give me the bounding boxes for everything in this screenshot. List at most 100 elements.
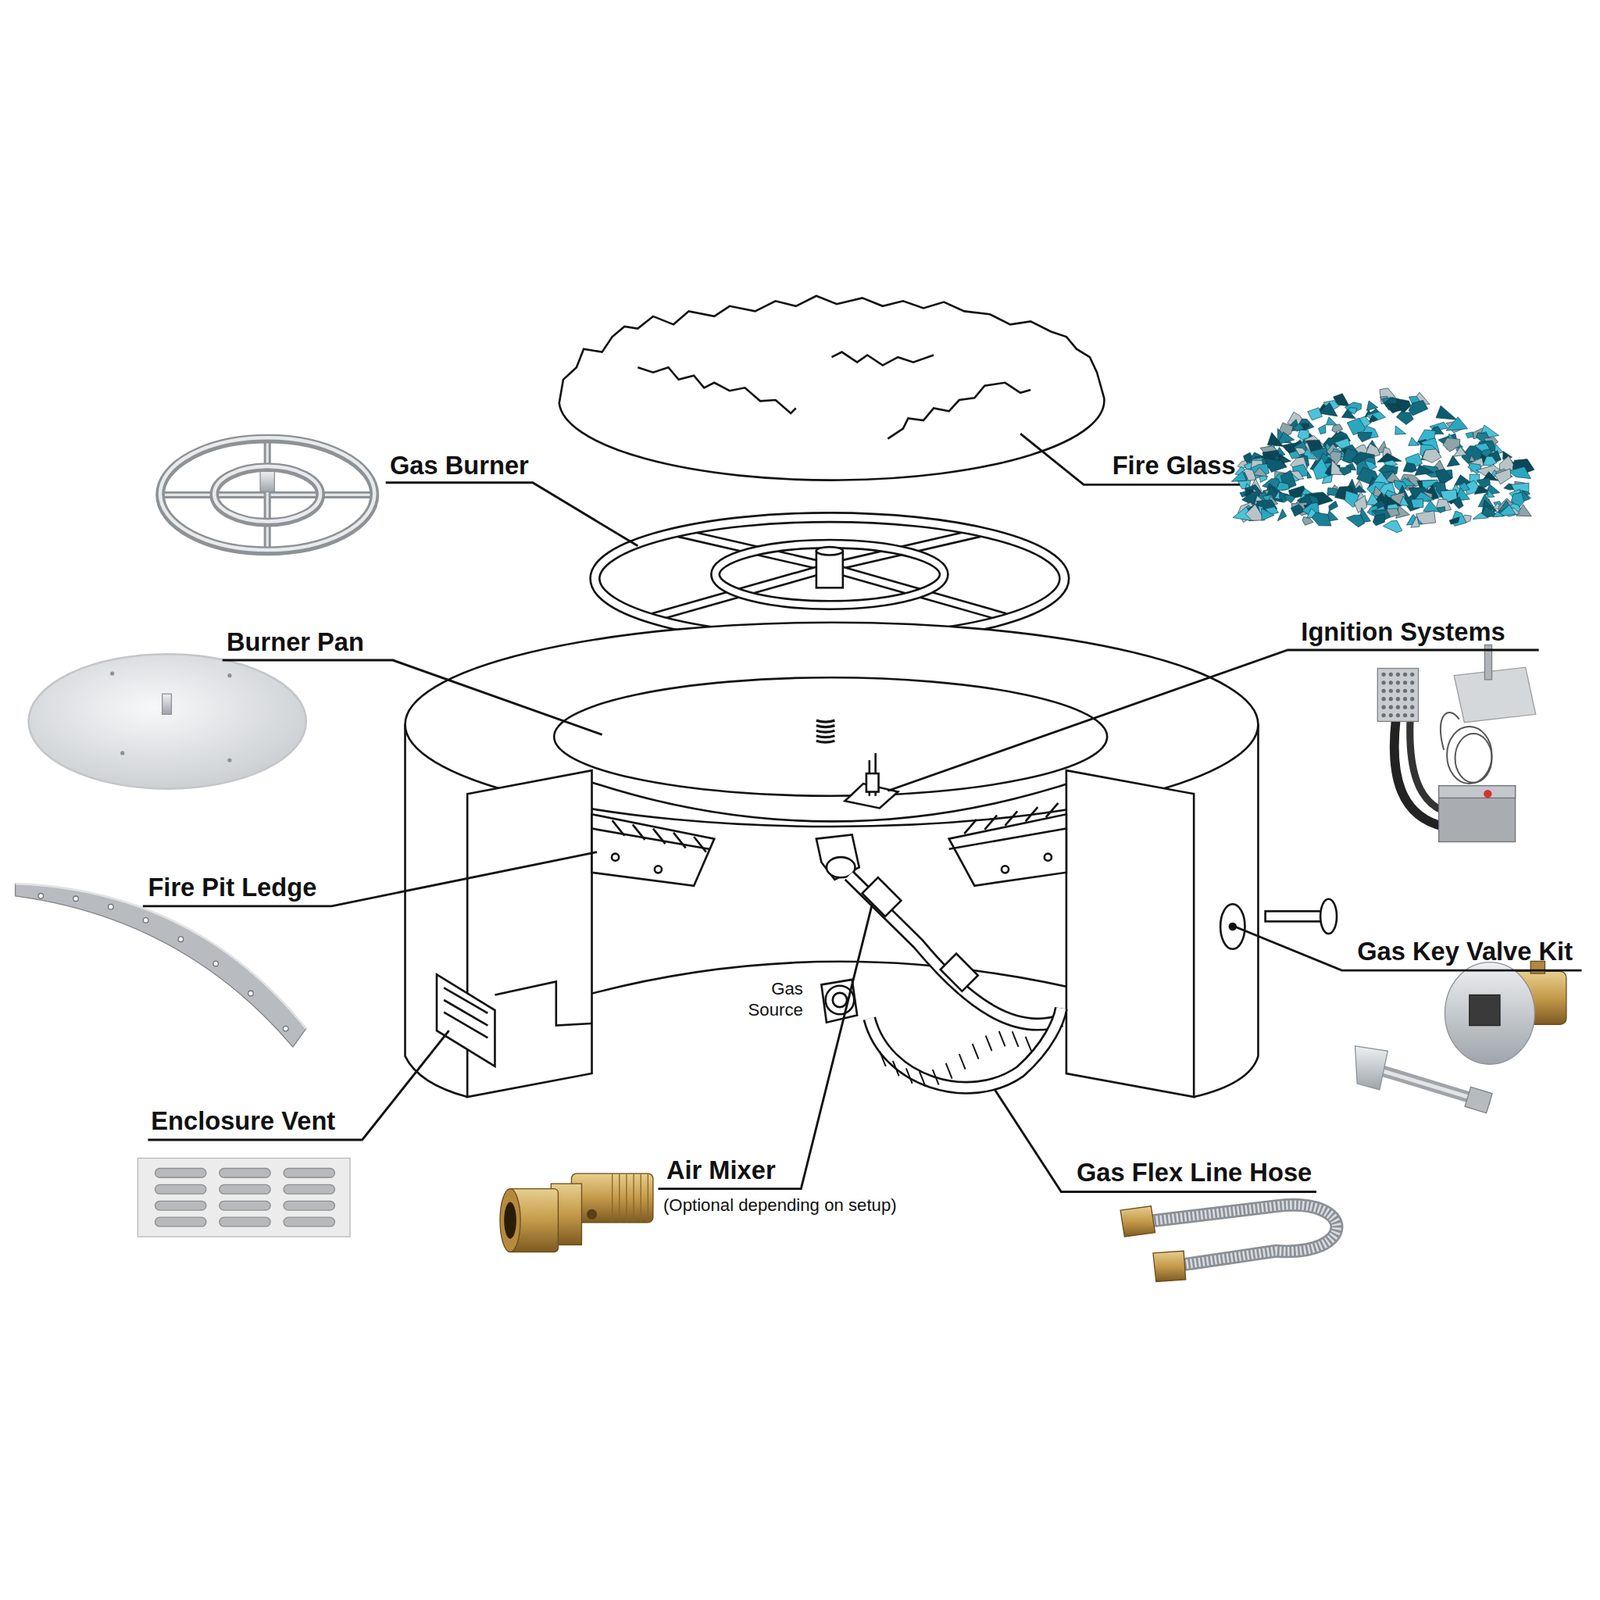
fire-pit-drawing-part	[816, 725, 836, 728]
fire-pit-drawing-part	[1320, 899, 1337, 934]
air-mixer-photo-part	[647, 1173, 649, 1223]
air-mixer-photo-part	[618, 1173, 620, 1223]
gas-key-valve-photo-part	[1469, 994, 1500, 1025]
fire-pit-ledge-photo-part	[213, 960, 219, 967]
ignition-system-photo-part	[1483, 789, 1492, 798]
part-label: Ignition Systems	[1300, 617, 1505, 647]
fire-glass-photo-part	[1494, 468, 1511, 485]
fire-glass-photo-part	[1382, 520, 1402, 533]
leader-lines-part	[1234, 926, 1582, 971]
part-label: Fire Pit Ledge	[147, 872, 317, 903]
air-mixer-photo-part	[640, 1173, 642, 1223]
enclosure-vent-photo-part	[155, 1217, 207, 1227]
note-label: (Optional depending on setup)	[663, 1196, 897, 1217]
ignition-system-photo-part	[1381, 689, 1386, 693]
fire-pit-drawing-part	[862, 877, 902, 917]
ignition-system-photo-part	[1389, 689, 1393, 693]
enclosure-vent-photo-part	[219, 1217, 271, 1227]
fire-pit-drawing-part	[1001, 865, 1009, 873]
fire-glass-photo-part	[1435, 405, 1458, 420]
ring-burner-photo-part	[160, 437, 375, 550]
fire-pit-drawing-part	[816, 720, 836, 722]
fire-glass-photo-part	[1396, 412, 1414, 425]
ignition-system-photo-part	[1403, 696, 1408, 701]
fire-pit-ledge-photo-part	[142, 917, 149, 924]
fire-pit-drawing-part	[959, 1053, 966, 1070]
fire-pit-drawing-part	[443, 987, 488, 1014]
leader-lines-part	[222, 660, 603, 735]
fire-pit-drawing-part	[892, 1060, 900, 1077]
fire-pit-drawing-part	[879, 1050, 886, 1067]
part-label: Burner Pan	[226, 627, 365, 658]
fire-pit-ledge-photo-part	[73, 896, 79, 902]
ignition-system-photo-part	[1389, 713, 1393, 718]
fire-glass-photo-part	[1339, 466, 1351, 475]
fire-glass-outline-part	[887, 382, 1031, 440]
fire-glass-photo-part	[1403, 462, 1418, 472]
fire-pit-drawing-part	[816, 730, 836, 733]
enclosure-vent-photo-part	[155, 1184, 207, 1194]
fire-glass-photo-part	[1277, 508, 1286, 521]
leader-lines-part	[994, 1089, 1316, 1193]
ignition-system-photo-part	[1396, 689, 1400, 693]
enclosure-vent-photo-part	[219, 1200, 271, 1211]
fire-glass-photo-part	[1399, 496, 1409, 506]
enclosure-vent-photo-part	[137, 1157, 350, 1237]
fire-pit-drawing-part	[673, 832, 686, 849]
fire-pit-ledge-photo-part	[108, 903, 115, 910]
fire-glass-photo-part	[1408, 400, 1429, 416]
fire-pit-drawing-part	[443, 1012, 488, 1039]
fire-glass-photo-part	[1302, 516, 1314, 525]
gas-burner-drawing-part	[816, 550, 843, 588]
air-mixer-photo-part	[625, 1173, 627, 1223]
fire-glass-photo-part	[1446, 417, 1468, 432]
fire-glass-photo-part	[1353, 495, 1367, 513]
fire-pit-drawing-part	[436, 974, 495, 1067]
fire-pit-drawing-part	[612, 820, 625, 836]
ignition-system-photo-part	[1389, 672, 1393, 677]
fire-pit-drawing-part	[592, 814, 715, 886]
ignition-system-photo-part	[1403, 713, 1408, 718]
ignition-system-photo-part	[1389, 696, 1393, 701]
fire-glass-photo-part	[1321, 475, 1333, 484]
fire-glass-photo-part	[1487, 489, 1495, 498]
fire-glass-photo-part	[1259, 475, 1268, 483]
ignition-system-photo-part	[1410, 672, 1415, 677]
fire-pit-drawing-part	[693, 836, 707, 853]
fire-glass-outline	[559, 296, 1105, 481]
enclosure-vent-photo-part	[283, 1184, 335, 1194]
ignition-system-photo-part	[1410, 713, 1415, 718]
fire-glass-photo-part	[1261, 508, 1275, 522]
fire-glass-photo-part	[1325, 417, 1337, 425]
burner-pan-photo-part	[120, 750, 125, 755]
ignition-system-photo-part	[1403, 680, 1408, 685]
burner-pan-photo-part	[28, 653, 307, 789]
fire-glass-photo-part	[1453, 446, 1468, 457]
ignition-system-photo-part	[1394, 719, 1444, 827]
fire-glass-photo-part	[1449, 517, 1460, 525]
fire-pit-drawing-part	[866, 773, 879, 793]
fire-glass-photo-part	[1410, 515, 1420, 528]
fire-pit-drawing-part	[849, 875, 1062, 1025]
fire-glass-photo-part	[1482, 456, 1497, 466]
fire-pit-ledge-photo-part	[248, 990, 254, 997]
gas-burner-drawing-part	[816, 546, 843, 555]
enclosure-vent-photo-part	[219, 1168, 271, 1179]
ignition-system-photo	[1377, 644, 1536, 842]
ignition-system-photo-part	[1389, 705, 1393, 710]
ignition-system-photo-part	[1410, 696, 1415, 701]
air-mixer-photo-part	[503, 1202, 517, 1240]
fire-pit-drawing-part	[964, 819, 977, 834]
fire-pit-ledge-photo-part	[15, 883, 307, 1047]
gas-burner-drawing-part	[715, 543, 945, 605]
fire-glass-photo-part	[1311, 512, 1332, 526]
fire-pit-drawing-part	[443, 1000, 488, 1026]
leader-lines-part	[142, 852, 597, 907]
fire-pit-ledge-photo-part	[282, 1025, 289, 1032]
fire-pit-drawing-part	[1220, 903, 1245, 949]
fire-pit-drawing-part	[940, 953, 979, 992]
fire-pit-drawing-part	[946, 1063, 953, 1079]
ignition-system-photo-part	[1403, 705, 1408, 710]
ignition-system-photo-part	[1396, 705, 1400, 710]
